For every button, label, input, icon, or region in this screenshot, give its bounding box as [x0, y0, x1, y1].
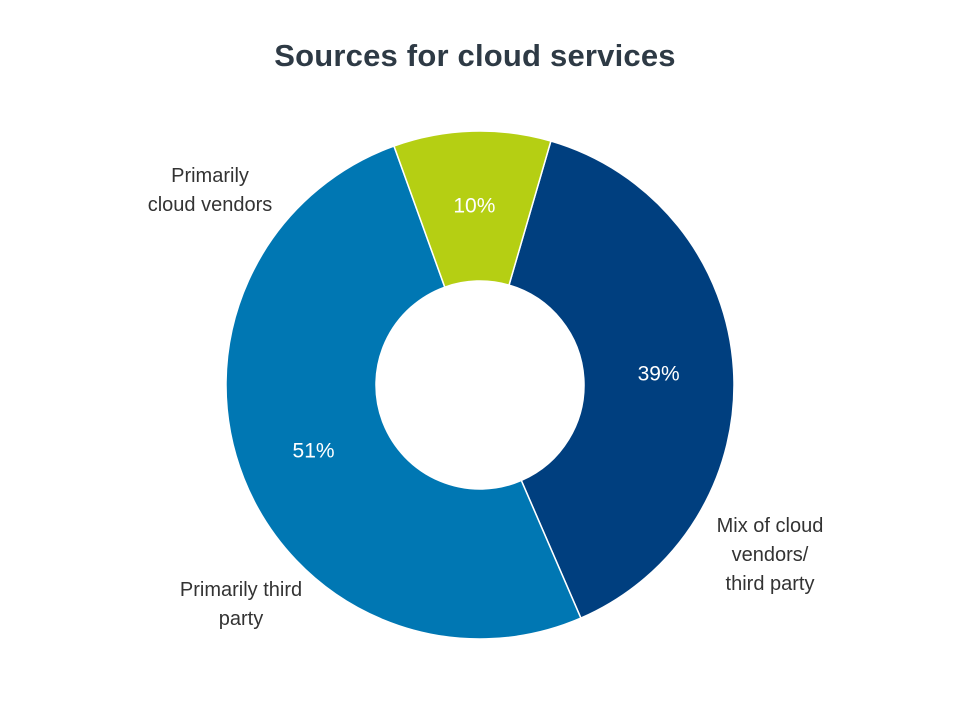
category-label-line: party: [218, 608, 264, 630]
category-label-line: cloud vendors: [147, 194, 273, 216]
category-label-line: Primarily third: [179, 579, 303, 601]
category-label-line: Primarily: [171, 165, 249, 187]
category-label-line: third party: [725, 573, 815, 595]
slice-value-label-0: 39%: [638, 362, 680, 385]
slice-value-label-1: 51%: [293, 439, 335, 462]
donut-slice-0: [508, 140, 735, 620]
category-label-primarily-cloud-vendors: Primarily cloud vendors: [120, 162, 300, 220]
slice-value-label-2: 10%: [453, 195, 495, 218]
donut-slice-2: [393, 130, 552, 289]
category-label-line: vendors/: [731, 544, 809, 566]
category-label-primarily-third-party: Primarily third party: [151, 576, 331, 634]
donut-slice-1: [225, 145, 582, 640]
category-label-line: Mix of cloud: [716, 515, 824, 537]
category-label-mix: Mix of cloud vendors/ third party: [680, 512, 860, 599]
chart-title: Sources for cloud services: [274, 38, 676, 73]
